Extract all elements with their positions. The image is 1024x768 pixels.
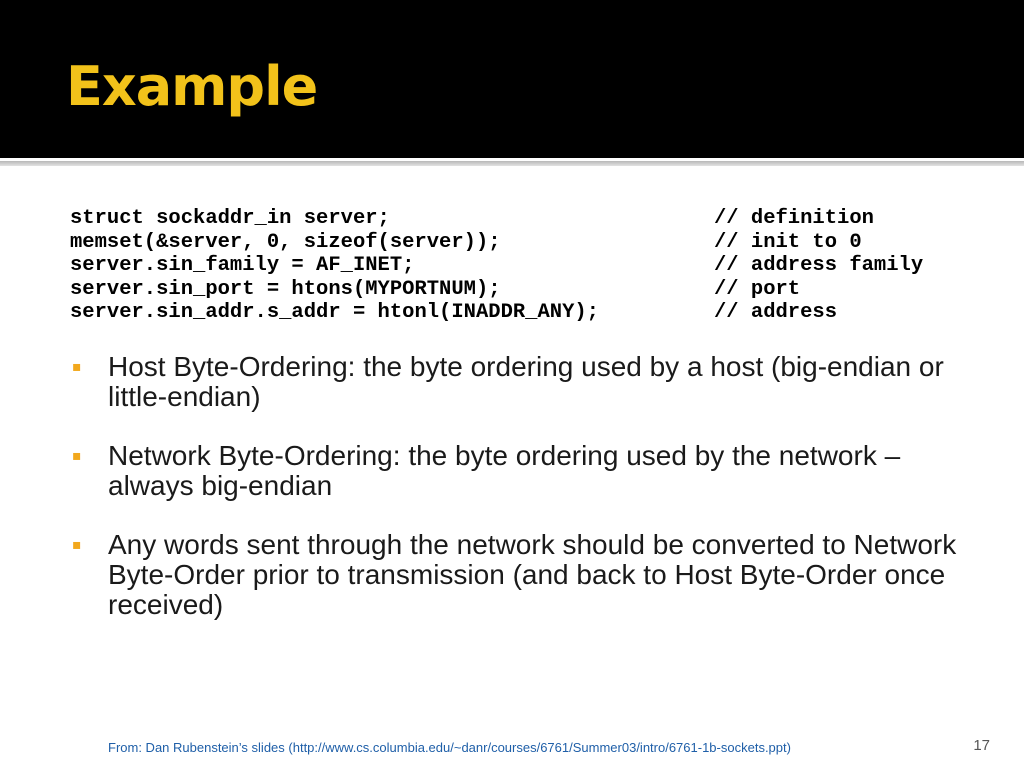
code-comment: // address [714,301,838,324]
code-line: struct sockaddr_in server; // definition [70,207,923,231]
bullet-item: ▪ Any words sent through the network sho… [72,530,972,620]
bullet-item: ▪ Network Byte-Ordering: the byte orderi… [72,441,972,501]
bullet-list: ▪ Host Byte-Ordering: the byte ordering … [72,352,972,649]
code-line: server.sin_addr.s_addr = htonl(INADDR_AN… [70,301,923,325]
bullet-text: Any words sent through the network shoul… [108,529,957,620]
code-line: server.sin_port = htons(MYPORTNUM); // po… [70,278,923,302]
square-bullet-icon: ▪ [72,537,82,553]
bullet-text: Network Byte-Ordering: the byte ordering… [108,440,901,501]
square-bullet-icon: ▪ [72,448,82,464]
code-comment: // address family [714,254,924,277]
code-comment: // init to 0 [714,230,862,254]
bullet-item: ▪ Host Byte-Ordering: the byte ordering … [72,352,972,412]
code-line: server.sin_family = AF_INET; // address f… [70,254,923,278]
code-statement: server.sin_port = htons(MYPORTNUM); [70,277,501,301]
code-comment: // port [714,277,801,301]
code-line: memset(&server, 0, sizeof(server)); // in… [70,231,923,255]
code-block: struct sockaddr_in server;// definition … [70,207,923,325]
code-statement: memset(&server, 0, sizeof(server)); [70,230,501,254]
square-bullet-icon: ▪ [72,359,82,375]
header-divider [0,161,1024,166]
page-number: 17 [973,737,990,754]
header-bar [0,0,1024,158]
code-comment: // definition [714,207,874,230]
code-statement: server.sin_addr.s_addr = htonl(INADDR_AN… [70,301,599,324]
footer-credit: From: Dan Rubenstein’s slides (http://ww… [108,740,791,755]
code-statement: server.sin_family = AF_INET; [70,254,415,277]
code-statement: struct sockaddr_in server; [70,207,390,230]
bullet-text: Host Byte-Ordering: the byte ordering us… [108,351,944,412]
slide-title: Example [66,55,318,118]
